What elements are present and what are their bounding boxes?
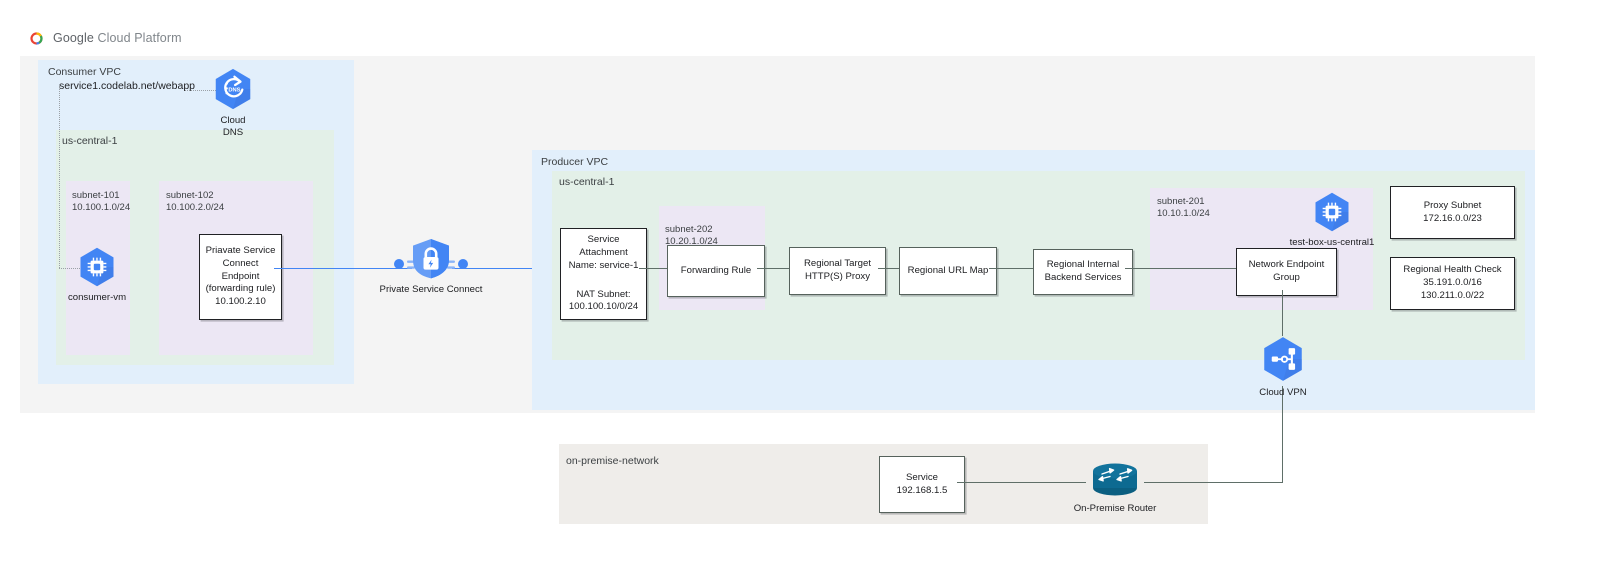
cloud-vpn-icon	[1264, 337, 1302, 381]
private-service-connect-label: Private Service Connect	[379, 284, 483, 295]
test-box-vm-label: test-box-us-central1	[1289, 237, 1375, 248]
psc-endpoint-line2: Connect Endpoint	[221, 257, 260, 282]
proxy-subnet-line1: Proxy Subnet	[1423, 199, 1482, 211]
backend-services-line2: Backend Services	[1044, 272, 1122, 283]
psc-endpoint-line4: 10.100.2.10	[215, 296, 266, 308]
test-box-vm-node[interactable]: test-box-us-central1	[1290, 190, 1374, 249]
dns-dotted-connector-h	[185, 90, 216, 91]
gcp-header: Google Cloud Platform	[28, 26, 328, 50]
cloud-dns-label: Cloud DNS	[220, 115, 245, 139]
subnet-202-cidr: 10.20.1.0/24	[665, 235, 718, 247]
psc-endpoint-line1: Priavate Service	[205, 245, 276, 257]
service-attachment-line3: Name: service-1	[568, 259, 639, 271]
connector-backend-to-neg	[1125, 268, 1236, 270]
network-endpoint-group-box[interactable]: Network Endpoint Group	[1236, 248, 1337, 296]
on-premise-router-node[interactable]: On-Premise Router	[1074, 458, 1156, 515]
connector-router-to-vpn-h	[1144, 482, 1283, 484]
connector-urlmap-to-backend	[989, 268, 1033, 270]
subnet-102-name: subnet-102	[166, 190, 214, 201]
dns-dotted-connector-v	[59, 86, 60, 268]
cloud-vpn-node[interactable]: Cloud VPN	[1257, 334, 1309, 399]
subnet-201-cidr: 10.10.1.0/24	[1157, 207, 1210, 219]
service-attachment-line5: 100.100.10/0/24	[568, 301, 639, 313]
cloud-vpn-label: Cloud VPN	[1259, 387, 1307, 398]
subnet-102-cidr: 10.100.2.0/24	[166, 201, 225, 213]
health-check-line1: Regional Health Check	[1403, 264, 1502, 276]
subnet-101-cidr: 10.100.1.0/24	[72, 201, 131, 213]
psc-endpoint-box[interactable]: Priavate Service Connect Endpoint (forwa…	[199, 234, 282, 320]
target-proxy-line2: HTTP(S) Proxy	[804, 271, 871, 282]
cloud-dns-node[interactable]: DNS Cloud DNS	[208, 66, 258, 139]
health-check-line2: 35.191.0.0/16	[1423, 277, 1482, 289]
connector-proxy-to-urlmap	[878, 268, 899, 270]
on-premise-service-line2: 192.168.1.5	[896, 484, 948, 496]
consumer-vpc-label: Consumer VPC	[48, 66, 121, 78]
proxy-subnet-box[interactable]: Proxy Subnet 172.16.0.0/23	[1390, 186, 1515, 239]
connector-vpn-to-router	[1282, 386, 1284, 482]
service-attachment-line2: Attachment	[579, 246, 628, 258]
target-proxy-line1: Regional Target	[803, 258, 872, 270]
forwarding-rule-label: Forwarding Rule	[680, 264, 752, 276]
brand-platform: Platform	[134, 31, 182, 45]
connector-sa-to-fr	[639, 268, 667, 270]
brand-google: Google	[53, 31, 94, 45]
subnet-101-name: subnet-101	[72, 190, 120, 201]
connector-service-to-router	[957, 482, 1086, 484]
regional-health-check-box[interactable]: Regional Health Check 35.191.0.0/16 130.…	[1390, 257, 1515, 310]
regional-url-map-box[interactable]: Regional URL Map	[899, 247, 997, 295]
consumer-region-label: us-central-1	[62, 135, 118, 147]
neg-line2: Group	[1273, 272, 1300, 283]
on-premise-network-label: on-premise-network	[566, 455, 659, 467]
on-premise-service-line1: Service	[906, 471, 938, 483]
forwarding-rule-box[interactable]: Forwarding Rule	[667, 245, 765, 297]
dns-dotted-connector-vm	[59, 268, 84, 269]
subnet-201-name: subnet-201	[1157, 196, 1205, 207]
neg-line1: Network Endpoint	[1248, 259, 1325, 271]
psc-link-right	[452, 268, 560, 270]
backend-services-line1: Regional Internal	[1046, 259, 1120, 271]
svg-text:DNS: DNS	[228, 87, 240, 93]
on-premise-router-icon	[1093, 463, 1137, 496]
brand-cloud: Cloud	[97, 31, 131, 45]
producer-vpc-label: Producer VPC	[541, 156, 609, 168]
on-premise-service-box[interactable]: Service 192.168.1.5	[879, 456, 965, 513]
psc-link-left	[274, 268, 412, 270]
google-cloud-logo-icon	[30, 31, 43, 45]
producer-region-label: us-central-1	[559, 176, 615, 188]
regional-backend-services-box[interactable]: Regional Internal Backend Services	[1033, 249, 1133, 295]
private-service-connect-node[interactable]: Private Service Connect	[380, 237, 482, 296]
cloud-dns-label-line2: DNS	[222, 126, 244, 138]
connector-neg-to-vpn	[1282, 290, 1284, 336]
compute-engine-vm-icon	[1315, 192, 1349, 232]
service-attachment-box[interactable]: Service Attachment Name: service-1 NAT S…	[560, 228, 647, 320]
health-check-line3: 130.211.0.0/22	[1420, 289, 1485, 301]
service-attachment-line1: Service	[587, 234, 620, 245]
consumer-vm-label: consumer-vm	[67, 292, 127, 303]
cloud-dns-icon: DNS	[215, 68, 251, 110]
subnet-202-name: subnet-202	[665, 224, 713, 235]
proxy-subnet-line2: 172.16.0.0/23	[1423, 212, 1482, 224]
consumer-vm-node[interactable]: consumer-vm	[67, 245, 127, 304]
psc-endpoint-line3: (forwarding rule)	[205, 283, 276, 295]
regional-target-proxy-box[interactable]: Regional Target HTTP(S) Proxy	[789, 247, 886, 295]
dns-record-label: service1.codelab.net/webapp	[59, 80, 196, 92]
connector-fr-to-proxy	[757, 268, 789, 270]
url-map-label: Regional URL Map	[907, 264, 989, 276]
on-premise-router-label: On-Premise Router	[1073, 503, 1157, 514]
gcp-title: Google Cloud Platform	[53, 31, 182, 45]
compute-engine-vm-icon	[80, 247, 114, 287]
private-service-connect-icon	[394, 239, 468, 279]
cloud-dns-label-line1: Cloud	[220, 115, 246, 126]
service-attachment-line4: NAT Subnet:	[576, 288, 631, 300]
